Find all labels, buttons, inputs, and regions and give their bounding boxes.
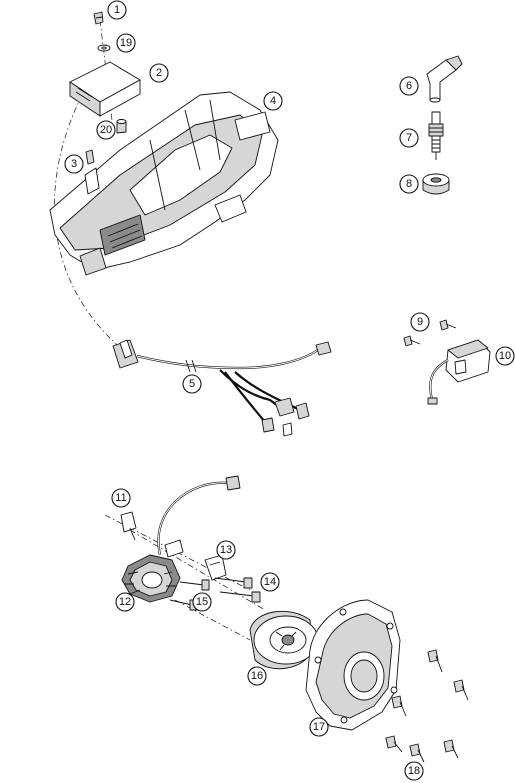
callout-label-17: 17 (313, 721, 325, 733)
callout-label-9: 9 (417, 316, 423, 328)
callout-label-14: 14 (264, 576, 276, 588)
callout-label-20: 20 (100, 124, 112, 136)
callout-4: 4 (263, 91, 283, 111)
callout-7: 7 (399, 128, 419, 148)
callout-14: 14 (260, 572, 280, 592)
callout-label-13: 13 (220, 544, 232, 556)
ignition-cover (305, 599, 401, 731)
callout-8: 8 (399, 174, 419, 194)
callout-label-3: 3 (71, 158, 77, 170)
bushing-20 (116, 119, 127, 134)
callout-1: 1 (107, 0, 127, 20)
mounting-bracket (49, 91, 279, 276)
callout-label-6: 6 (406, 80, 412, 92)
callout-5: 5 (182, 374, 202, 394)
callout-label-12: 12 (119, 596, 131, 608)
callout-15: 15 (192, 592, 212, 612)
screws-14 (214, 577, 261, 603)
callout-label-5: 5 (189, 378, 195, 390)
callout-6: 6 (399, 76, 419, 96)
callout-11: 11 (111, 488, 131, 508)
callout-label-19: 19 (120, 37, 132, 49)
spark-plug (428, 111, 444, 160)
callout-20: 20 (96, 120, 116, 140)
callout-17: 17 (309, 717, 329, 737)
callout-label-16: 16 (251, 670, 263, 682)
wiring-harness (112, 339, 332, 437)
callout-label-1: 1 (114, 4, 120, 16)
callout-label-8: 8 (406, 178, 412, 190)
cover-screws (385, 649, 469, 763)
control-unit (69, 61, 141, 117)
callout-2: 2 (149, 63, 169, 83)
callout-3: 3 (64, 154, 84, 174)
callout-label-7: 7 (406, 132, 412, 144)
coil-screws (403, 319, 457, 347)
callout-label-18: 18 (408, 765, 420, 777)
callout-label-11: 11 (115, 492, 126, 504)
washer-19 (97, 44, 111, 52)
callout-12: 12 (115, 592, 135, 612)
bracket-screw-3 (84, 149, 100, 195)
callout-label-4: 4 (270, 95, 276, 107)
callout-label-15: 15 (196, 596, 208, 608)
callout-18: 18 (404, 761, 424, 781)
top-screw (93, 11, 104, 25)
callout-13: 13 (216, 540, 236, 560)
rotor (249, 610, 319, 670)
plug-seal (422, 173, 450, 195)
stator (121, 554, 181, 603)
ignition-coil (427, 339, 491, 405)
callout-9: 9 (410, 312, 430, 332)
callout-16: 16 (247, 666, 267, 686)
callout-10: 10 (495, 346, 515, 366)
stator-cable (120, 475, 241, 556)
spark-plug-connector (426, 55, 463, 103)
callout-label-2: 2 (156, 67, 162, 79)
cable-guide (164, 539, 227, 581)
callout-19: 19 (116, 33, 136, 53)
callout-label-10: 10 (499, 350, 511, 362)
